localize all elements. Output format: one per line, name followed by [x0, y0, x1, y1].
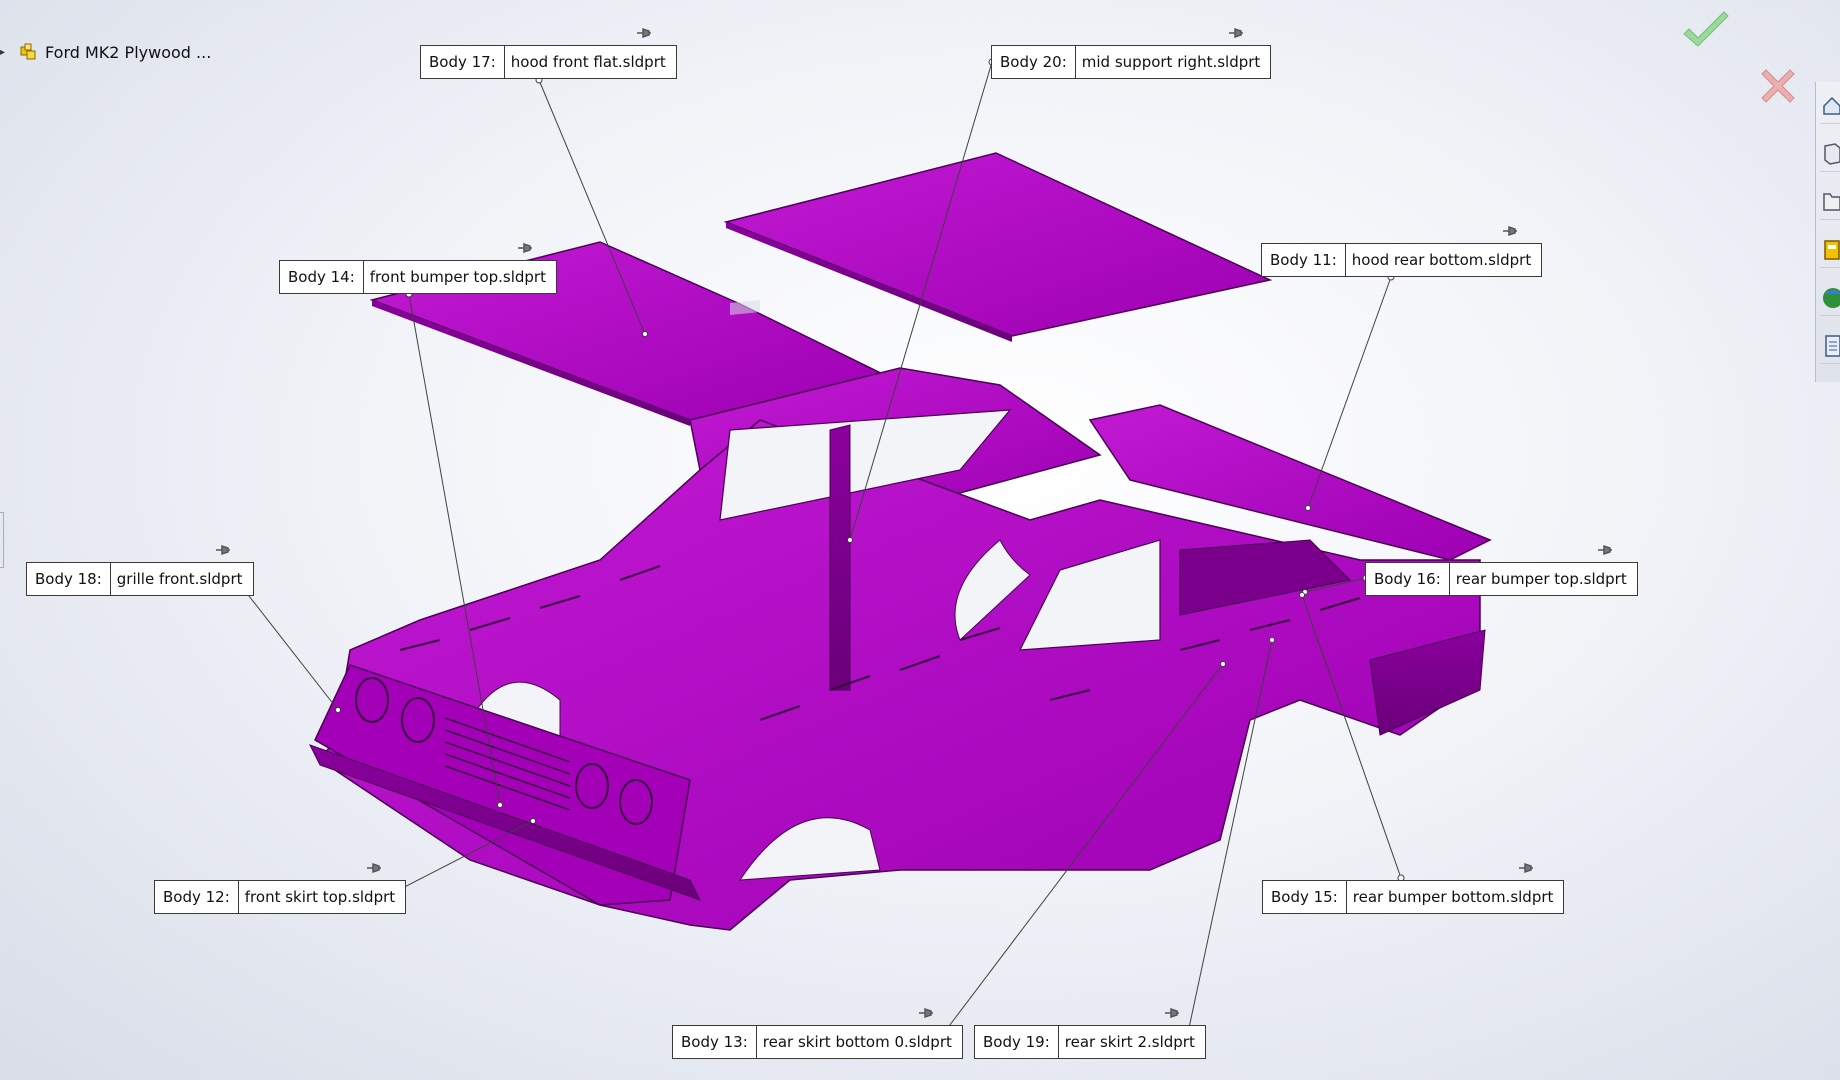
callout-part-name: grille front.sldprt: [116, 570, 243, 588]
feature-tree-collapse-tab[interactable]: [0, 512, 4, 568]
callout-id: Body 18:: [27, 563, 111, 595]
mid-support-right-panel[interactable]: [723, 152, 1273, 342]
custom-properties-icon: [1825, 335, 1840, 357]
task-pane-home-button[interactable]: [1820, 84, 1840, 124]
folder-icon: [1823, 193, 1840, 211]
pin-icon[interactable]: [1502, 225, 1518, 237]
view-cube-icon: [1824, 143, 1840, 165]
callout-id: Body 15:: [1263, 881, 1347, 913]
callout-body-20[interactable]: Body 20: mid support right.sldprt: [991, 45, 1272, 79]
pin-icon[interactable]: [366, 862, 382, 874]
callout-part-name: front skirt top.sldprt: [244, 888, 396, 906]
callout-body-11[interactable]: Body 11: hood rear bottom.sldprt: [1261, 243, 1543, 277]
callout-id: Body 14:: [280, 261, 364, 293]
pin-icon[interactable]: [1597, 544, 1613, 556]
feature-tree-root-label: Ford MK2 Plywood ...: [45, 42, 212, 62]
callout-part-name: rear bumper top.sldprt: [1455, 570, 1627, 588]
callout-part-name: rear skirt 2.sldprt: [1064, 1033, 1195, 1051]
car-body-assembly[interactable]: [308, 367, 1492, 931]
callout-body-17[interactable]: Body 17: hood front flat.sldprt: [420, 45, 677, 79]
cancel-close-button[interactable]: [1756, 64, 1800, 108]
callout-id: Body 13:: [673, 1026, 757, 1058]
appearance-globe-icon: [1823, 288, 1840, 308]
callout-part-name: hood rear bottom.sldprt: [1351, 251, 1532, 269]
task-pane-file-explorer-button[interactable]: [1820, 180, 1840, 220]
callout-id: Body 19:: [975, 1026, 1059, 1058]
close-icon: [1761, 69, 1795, 103]
callout-part-name: rear bumper bottom.sldprt: [1352, 888, 1554, 906]
callout-part-name: mid support right.sldprt: [1081, 53, 1261, 71]
callout-body-19[interactable]: Body 19: rear skirt 2.sldprt: [974, 1025, 1206, 1059]
home-icon: [1823, 96, 1840, 115]
pin-icon[interactable]: [1228, 27, 1244, 39]
task-pane-design-library-button[interactable]: [1820, 228, 1840, 268]
pin-icon[interactable]: [636, 27, 652, 39]
pin-icon[interactable]: [1164, 1007, 1180, 1019]
task-pane-custom-properties-button[interactable]: [1820, 324, 1840, 364]
ok-checkmark-button[interactable]: [1680, 10, 1732, 54]
feature-tree-root[interactable]: ▸ Ford MK2 Plywood ...: [0, 40, 211, 64]
design-library-icon: [1824, 240, 1840, 260]
callout-part-name: hood front flat.sldprt: [510, 53, 666, 71]
pin-icon[interactable]: [215, 544, 231, 556]
callout-id: Body 12:: [155, 881, 239, 913]
pin-icon[interactable]: [918, 1007, 934, 1019]
callout-body-18[interactable]: Body 18: grille front.sldprt: [26, 562, 254, 596]
task-pane-strip: [1815, 82, 1840, 382]
assembly-icon: [20, 43, 36, 60]
callout-id: Body 17:: [421, 46, 505, 78]
pin-icon[interactable]: [1518, 862, 1534, 874]
callout-body-13[interactable]: Body 13: rear skirt bottom 0.sldprt: [672, 1025, 963, 1059]
task-pane-resources-button[interactable]: [1820, 132, 1840, 172]
pin-icon[interactable]: [517, 242, 533, 254]
chevron-right-icon[interactable]: ▸: [0, 46, 6, 58]
checkmark-icon: [1683, 11, 1729, 47]
callout-body-16[interactable]: Body 16: rear bumper top.sldprt: [1365, 562, 1638, 596]
callout-part-name: rear skirt bottom 0.sldprt: [762, 1033, 952, 1051]
task-pane-appearances-button[interactable]: [1820, 276, 1840, 316]
callout-body-12[interactable]: Body 12: front skirt top.sldprt: [154, 880, 407, 914]
callout-id: Body 20:: [992, 46, 1076, 78]
callout-id: Body 16:: [1366, 563, 1450, 595]
callout-id: Body 11:: [1262, 244, 1346, 276]
callout-part-name: front bumper top.sldprt: [369, 268, 546, 286]
callout-body-15[interactable]: Body 15: rear bumper bottom.sldprt: [1262, 880, 1565, 914]
callout-body-14[interactable]: Body 14: front bumper top.sldprt: [279, 260, 557, 294]
